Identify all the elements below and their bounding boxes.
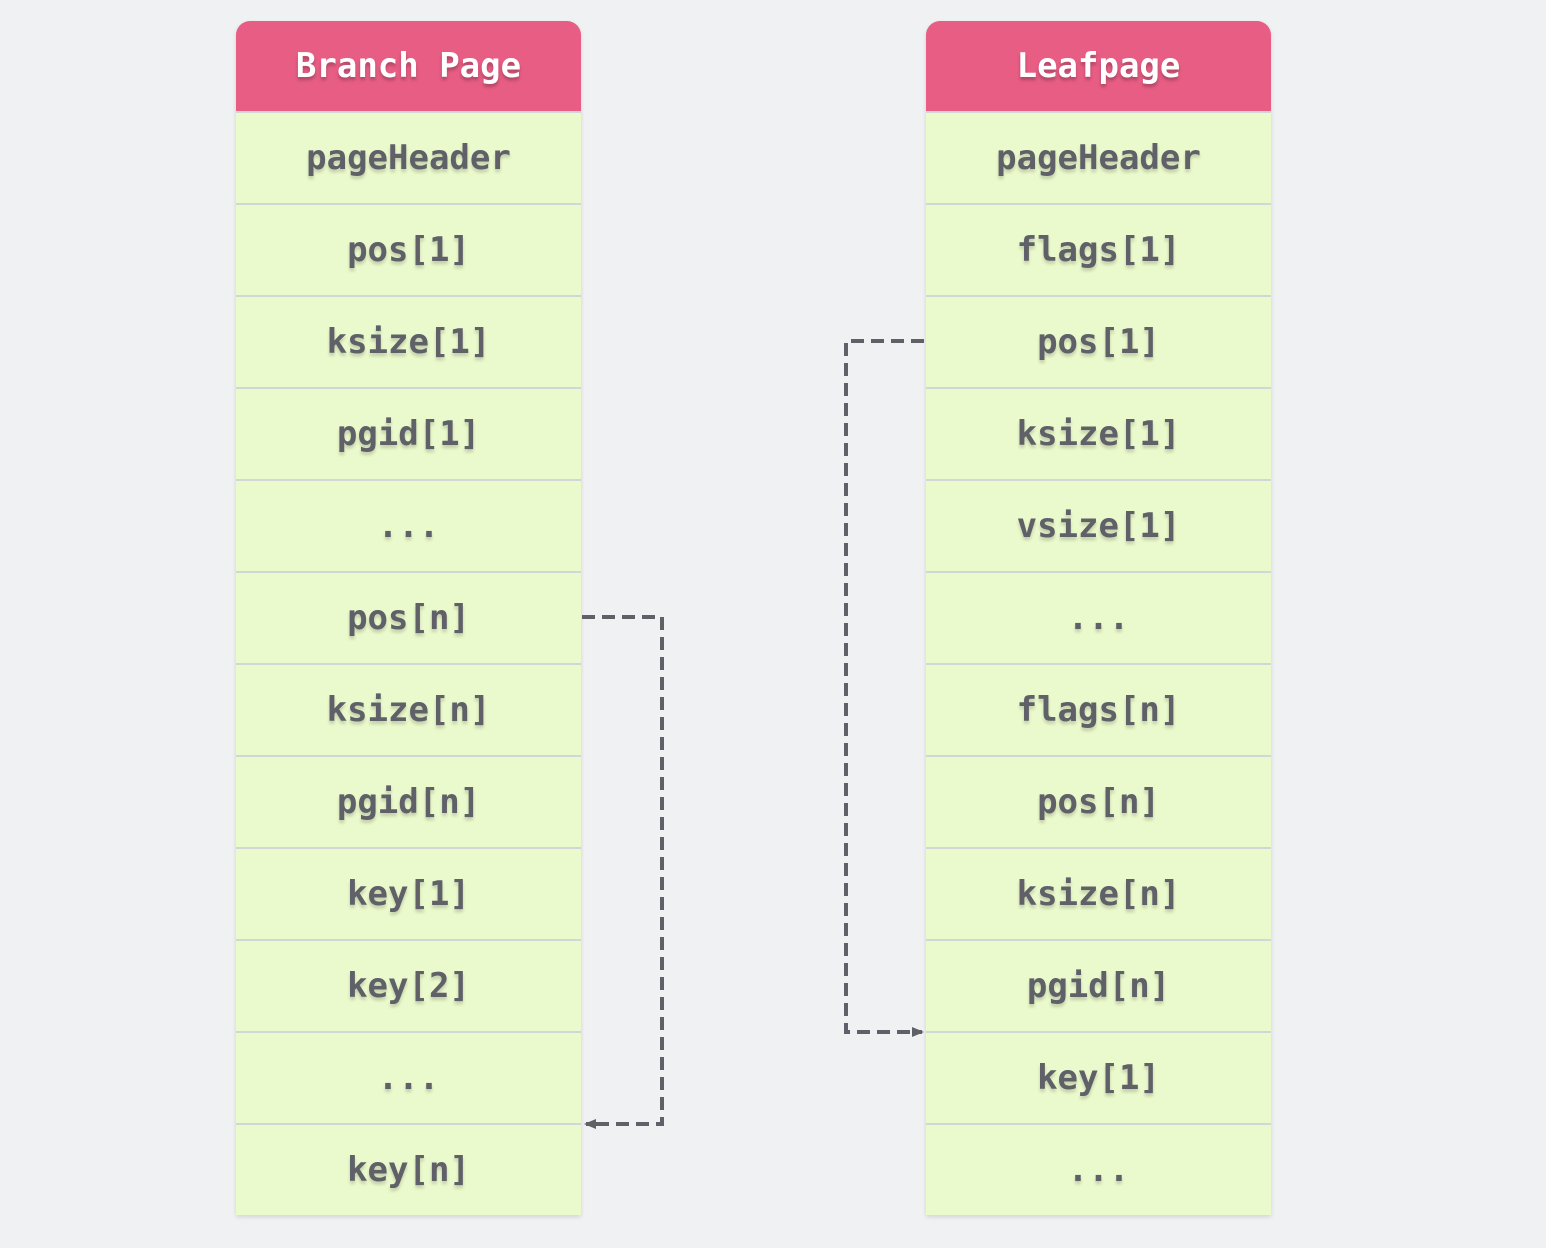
branch-row: pgid[1] — [236, 387, 581, 479]
leaf-pos-to-key-arrow — [844, 339, 924, 1037]
branch-page-title: Branch Page — [236, 21, 581, 111]
leaf-page-title: Leafpage — [926, 21, 1271, 111]
branch-row: pos[n] — [236, 571, 581, 663]
leaf-row: ... — [926, 571, 1271, 663]
branch-row: ... — [236, 479, 581, 571]
branch-row: ... — [236, 1031, 581, 1123]
leaf-row: flags[n] — [926, 663, 1271, 755]
branch-pos-to-key-arrow — [582, 615, 664, 1129]
branch-page-table: Branch Page pageHeader pos[1] ksize[1] p… — [236, 21, 581, 1215]
leaf-row: flags[1] — [926, 203, 1271, 295]
branch-row: key[1] — [236, 847, 581, 939]
leaf-page-table: Leafpage pageHeader flags[1] pos[1] ksiz… — [926, 21, 1271, 1215]
leaf-row: ksize[1] — [926, 387, 1271, 479]
leaf-row: vsize[1] — [926, 479, 1271, 571]
branch-row: pos[1] — [236, 203, 581, 295]
branch-row: key[n] — [236, 1123, 581, 1215]
leaf-row: pos[1] — [926, 295, 1271, 387]
leaf-row: pageHeader — [926, 111, 1271, 203]
leaf-row: pgid[n] — [926, 939, 1271, 1031]
branch-row: pgid[n] — [236, 755, 581, 847]
leaf-row: ... — [926, 1123, 1271, 1215]
branch-row: ksize[1] — [236, 295, 581, 387]
leaf-row: ksize[n] — [926, 847, 1271, 939]
branch-row: key[2] — [236, 939, 581, 1031]
branch-row: ksize[n] — [236, 663, 581, 755]
leaf-row: pos[n] — [926, 755, 1271, 847]
leaf-row: key[1] — [926, 1031, 1271, 1123]
branch-row: pageHeader — [236, 111, 581, 203]
